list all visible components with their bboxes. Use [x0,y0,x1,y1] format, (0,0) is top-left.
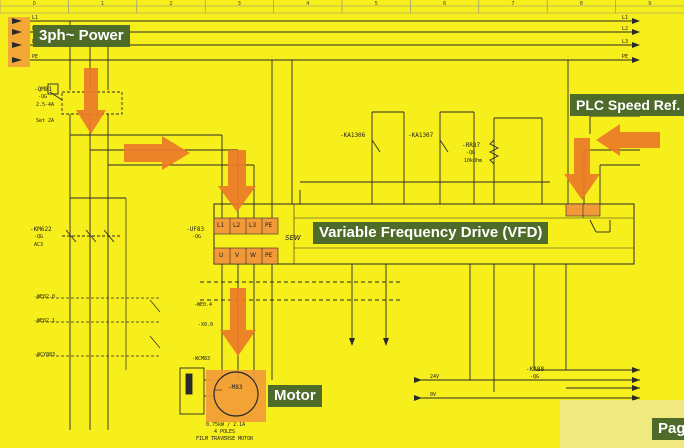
callout-motor: Motor [268,385,322,407]
bus-label-pe: PE [622,54,628,60]
callout-power: 3ph~ Power [33,25,130,47]
vfd-input-l3: L3 [249,222,257,229]
grid-column-number: 8 [580,1,583,7]
grid-column-number: 6 [443,1,446,7]
row-label-3: -WCY083 [34,352,56,358]
bus-label-l1: L1 [622,15,628,21]
terminal-arrows [349,338,640,401]
supply-24v-label: 24V [430,374,440,380]
motor-spec: 0.75kW / 2.1A [206,422,246,428]
mid-label-1: -WE0.4 [194,302,213,308]
callout-vfd: Variable Frequency Drive (VFD) [313,222,549,244]
control-wiring [291,60,640,204]
grid-column-number: 0 [33,1,36,7]
grid-ruler: 0 1 2 3 4 5 6 7 8 9 [0,0,684,14]
power-bus [30,20,632,61]
output-wiring [200,219,640,399]
bus-label-l2: L2 [622,26,628,32]
breaker-qm81 [47,21,123,430]
callout-page: Page [652,418,684,440]
contactor-km622 [62,229,120,243]
bus-label-l3: L3 [622,39,628,45]
relay-ka88-sub: -QG [530,374,540,380]
arrow-to-vfd-right [124,136,190,170]
vfd-input-l1: L1 [217,222,225,229]
row-label-2: -WE02.1 [34,318,56,324]
left-rail-arrows [8,17,30,67]
supply-0v-label: 0V [430,392,437,398]
grid-column-number: 7 [511,1,514,7]
arrow-motor-down [220,288,256,356]
contactor-rating: AC3 [34,242,44,248]
breaker-rating: 2.5-4A [36,102,55,108]
bus-arrows [632,18,640,63]
pot-value: 10kOhm [464,158,483,164]
relay-ka1306-tag: -KA1306 [340,132,366,139]
potentiometer-symbol [488,139,500,165]
pot-tag: -RR87 [462,142,481,149]
contactor-sub: -QG [34,234,44,240]
vfd-block [213,203,635,265]
relay-ka1307-tag: -KA1307 [408,132,434,139]
motor-tag: -M83 [228,384,243,391]
vfd-input-l2: L2 [233,222,241,229]
grid-column-number: 9 [648,1,651,7]
pot-sub: -QG [466,150,476,156]
vfd-sub: -QG [192,234,202,240]
breaker-set: Set 2A [36,118,55,124]
motor-symbol [206,370,266,422]
grid-column-number: 1 [101,1,104,7]
breaker-sub: -QG [38,94,48,100]
callout-plc-speed-ref: PLC Speed Ref. [570,94,684,116]
arrow-plc-down [564,138,600,200]
vfd-output-u: U [219,252,224,259]
vfd-input-pe: PE [265,222,273,229]
vfd-brand-mark: SEW [285,234,301,242]
flow-arrows [76,68,660,356]
contactor-tag: -KM622 [30,226,52,233]
grid-column-number: 4 [306,1,309,7]
rail-label-l1: L1 [32,15,38,21]
row-label-1: -WE02.0 [34,294,56,300]
arrow-breaker-down [76,68,106,134]
grid-column-number: 3 [238,1,241,7]
vfd-output-pe: PE [265,252,273,259]
grid-column-number: 5 [375,1,378,7]
vfd-output-v: V [235,252,240,259]
mid-label-3: -WCM83 [192,356,211,362]
vfd-tag: -UF83 [186,226,205,233]
arrow-vfd-down [218,150,256,212]
arrow-plc-left [596,124,660,156]
motor-poles: 4 POLES [214,429,236,435]
relay-ka88-tag: -KA88 [526,366,545,373]
grid-column-number: 2 [169,1,172,7]
rail-label-pe: PE [32,54,38,60]
mid-label-2: -X0.0 [198,322,214,328]
vfd-output-w: W [250,252,256,259]
terminal-rows [36,198,161,370]
breaker-tag: -QM81 [34,86,53,93]
motor-name: FILM TRAVERSE MOTOR [196,436,254,442]
